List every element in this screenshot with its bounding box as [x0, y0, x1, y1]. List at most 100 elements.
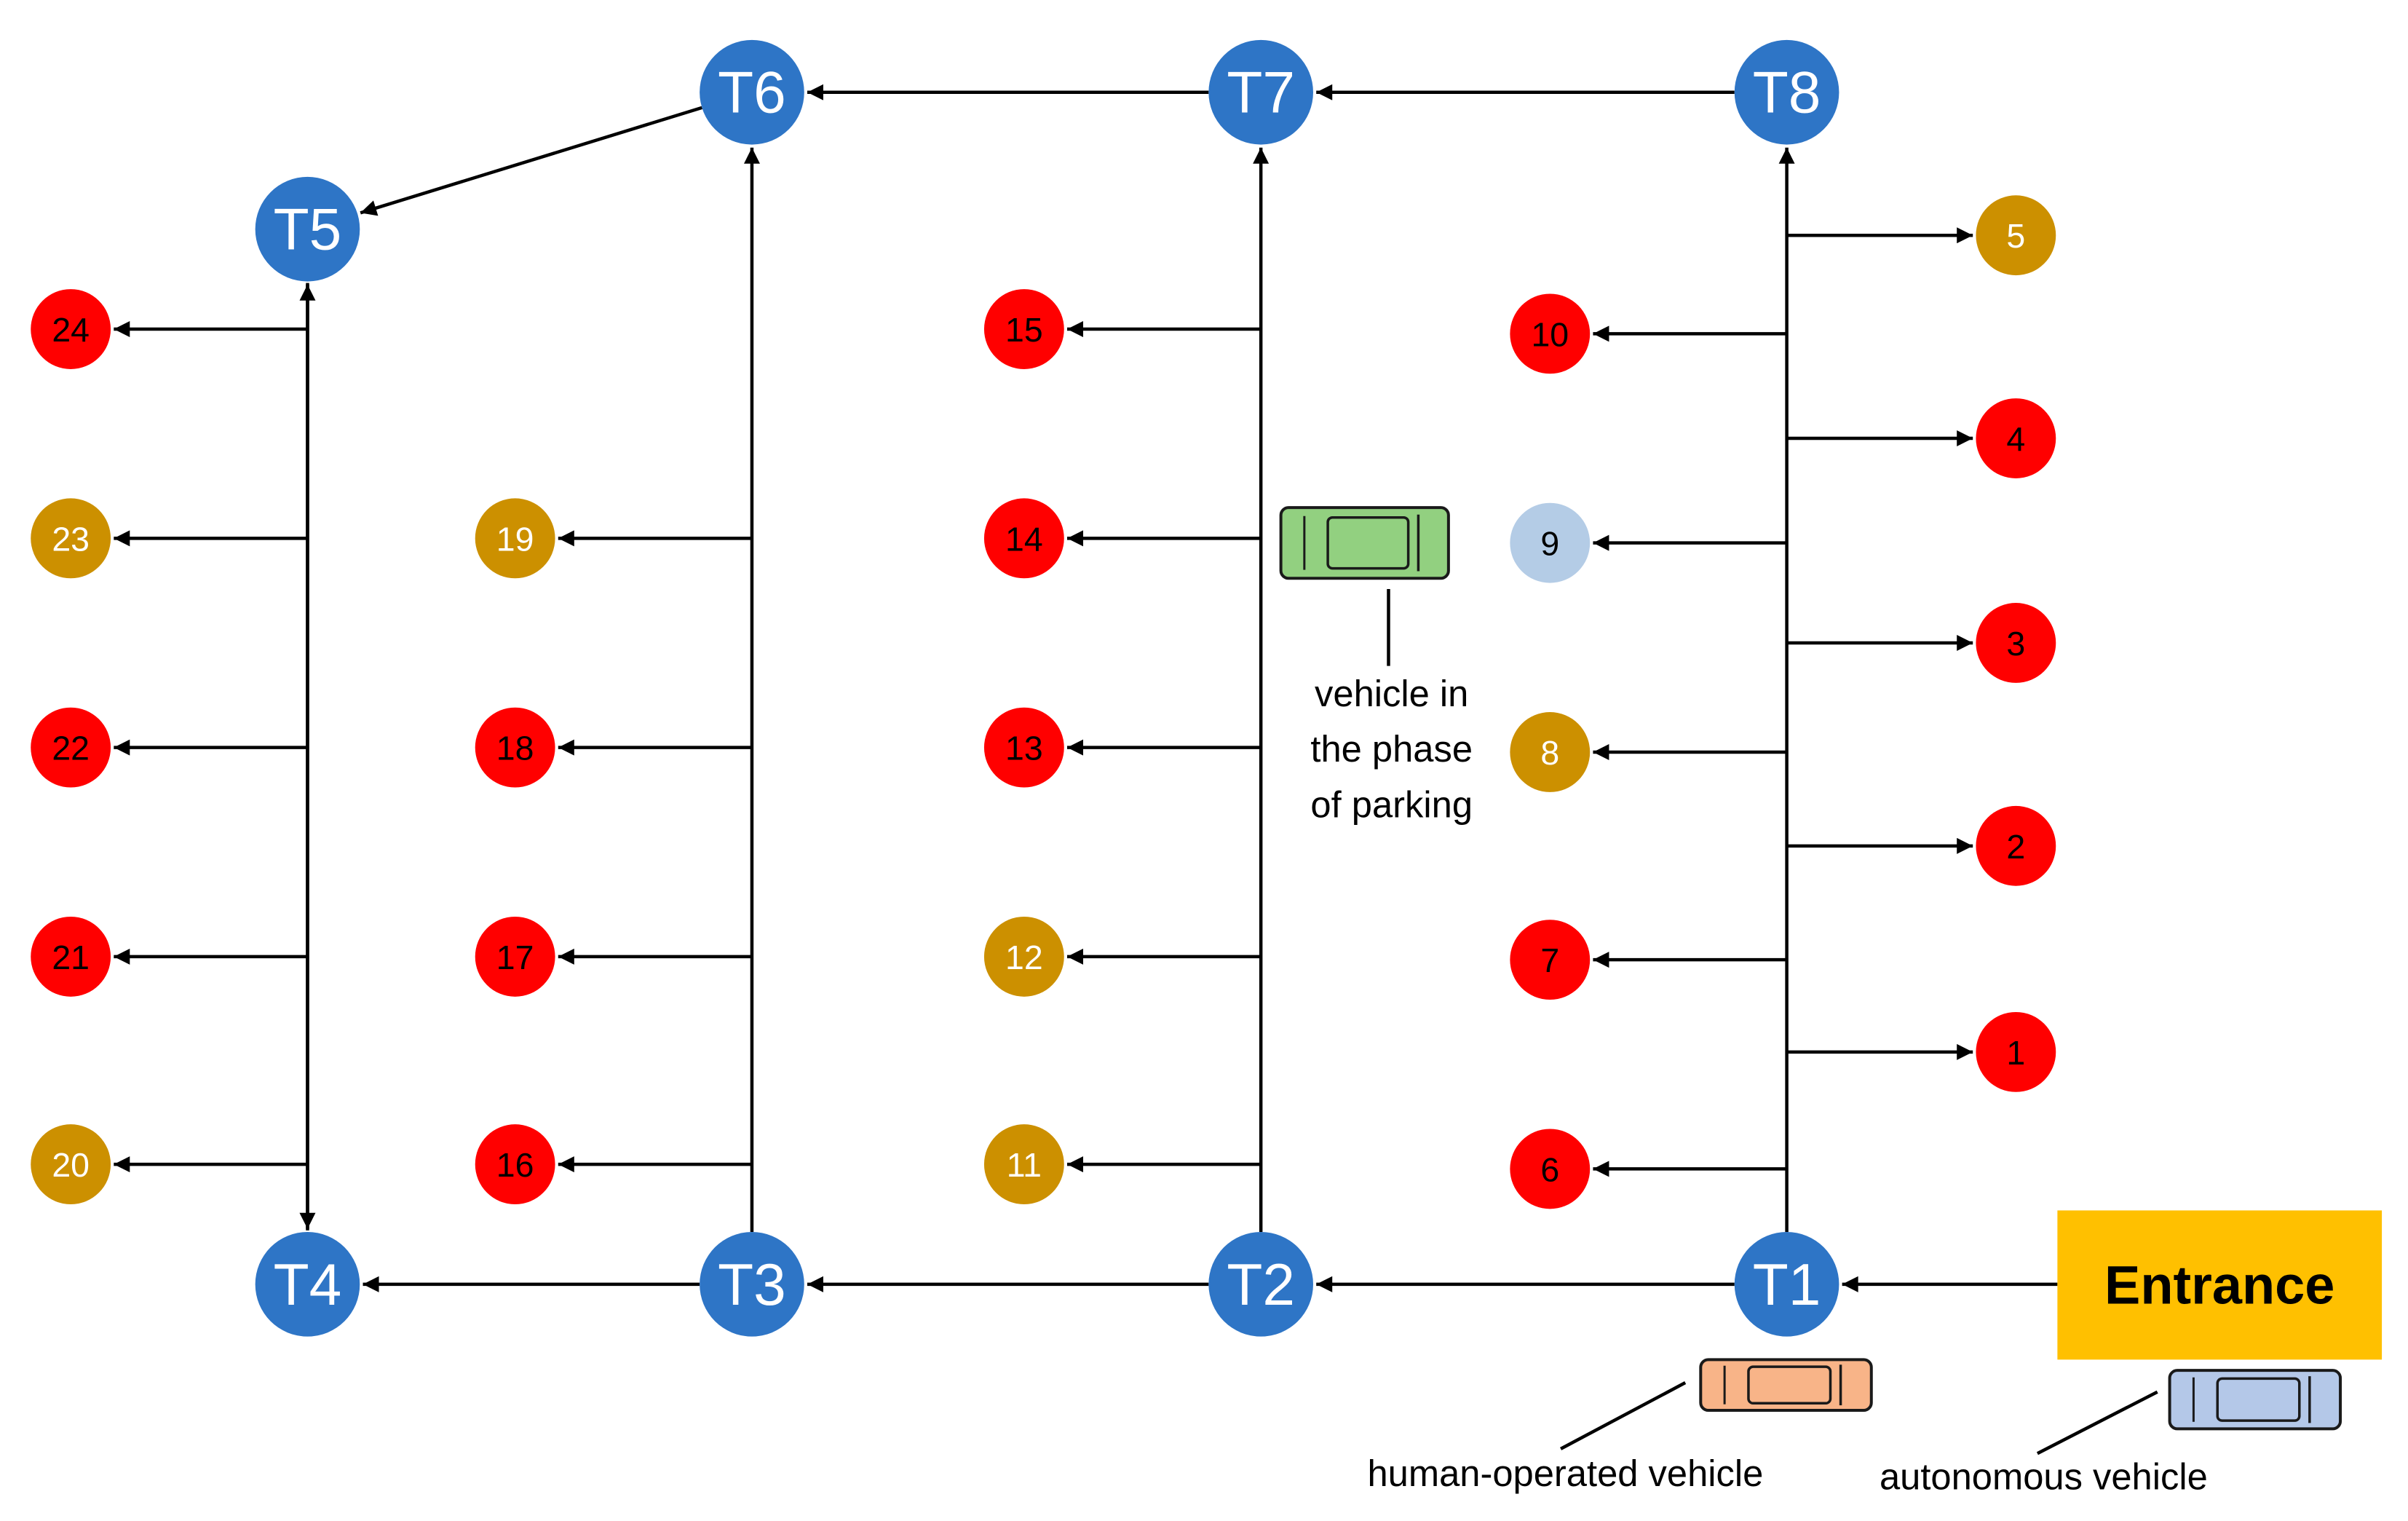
spot-circle — [1976, 805, 2056, 886]
terminal-circle — [255, 176, 360, 282]
spot-circle — [475, 1124, 555, 1204]
parking-vehicle-icon — [1279, 506, 1450, 580]
spot-label: 12 — [1005, 939, 1043, 976]
parking-spot-8: 8 — [1510, 712, 1591, 792]
spot-circle — [31, 707, 111, 788]
terminal-circle — [255, 1232, 360, 1337]
terminal-t4: T4 — [255, 1232, 360, 1337]
terminal-t3: T3 — [700, 1232, 804, 1337]
spot-circle — [983, 707, 1064, 788]
parking-spot-2: 2 — [1976, 805, 2056, 886]
parking-spot-9: 9 — [1510, 502, 1591, 583]
spot-label: 17 — [496, 939, 534, 976]
spot-circle — [1510, 1129, 1591, 1209]
terminal-t7: T7 — [1208, 39, 1313, 145]
parking-spot-22: 22 — [31, 707, 111, 788]
entrance-label: Entrance — [2104, 1255, 2334, 1315]
terminal-circle — [1734, 1232, 1839, 1337]
parking-spot-15: 15 — [983, 289, 1064, 369]
spot-label: 16 — [496, 1146, 534, 1184]
terminal-t5: T5 — [255, 176, 360, 282]
parking-spot-20: 20 — [31, 1124, 111, 1204]
terminal-label: T1 — [1753, 1252, 1821, 1318]
terminal-label: T4 — [274, 1252, 342, 1318]
spot-circle — [31, 498, 111, 579]
spot-circle — [31, 289, 111, 369]
terminal-t1: T1 — [1734, 1232, 1839, 1337]
parking-vehicle-label-line: vehicle in — [1315, 673, 1468, 714]
human-vehicle-icon — [1699, 1358, 1873, 1413]
spot-label: 1 — [2006, 1034, 2025, 1072]
spot-label: 23 — [52, 520, 90, 558]
entrance: Entrance — [2057, 1210, 2383, 1360]
spot-circle — [31, 1124, 111, 1204]
spot-label: 6 — [1540, 1150, 1559, 1188]
spot-label: 10 — [1531, 315, 1569, 353]
terminal-circle — [1208, 1232, 1313, 1337]
parking-spot-11: 11 — [983, 1124, 1064, 1204]
terminal-circle — [700, 1232, 804, 1337]
spot-circle — [983, 916, 1064, 997]
parking-spot-21: 21 — [31, 916, 111, 997]
spot-circle — [1976, 603, 2056, 683]
spot-label: 5 — [2006, 217, 2025, 255]
spot-label: 20 — [52, 1146, 90, 1184]
terminal-label: T2 — [1227, 1252, 1295, 1318]
entrance-box — [2057, 1210, 2383, 1360]
human-vehicle-label: human-operated vehicle — [1367, 1453, 1763, 1494]
callout-autonomous-vehicle — [2036, 1390, 2158, 1455]
parking-vehicle-label-line: of parking — [1310, 783, 1473, 825]
spot-label: 9 — [1540, 525, 1559, 563]
parking-spot-18: 18 — [475, 707, 555, 788]
spot-label: 18 — [496, 730, 534, 767]
spot-circle — [475, 707, 555, 788]
terminal-t8: T8 — [1734, 39, 1839, 145]
parking-spot-17: 17 — [475, 916, 555, 997]
parking-vehicle-label-line: the phase — [1310, 728, 1473, 770]
spot-circle — [31, 916, 111, 997]
spot-circle — [475, 916, 555, 997]
spot-circle — [983, 498, 1064, 579]
parking-spot-3: 3 — [1976, 603, 2056, 683]
spot-label: 21 — [52, 939, 90, 976]
spot-label: 22 — [52, 730, 90, 767]
autonomous-vehicle-label: autonomous vehicle — [1880, 1455, 2208, 1497]
spot-circle — [1510, 920, 1591, 1000]
parking-spot-5: 5 — [1976, 195, 2056, 276]
callout-human-vehicle — [1560, 1381, 1687, 1450]
spot-label: 11 — [1007, 1146, 1042, 1184]
spot-label: 3 — [2006, 625, 2025, 663]
parking-spot-10: 10 — [1510, 293, 1591, 374]
parking-spot-1: 1 — [1976, 1011, 2056, 1092]
terminal-label: T6 — [718, 60, 786, 126]
spot-circle — [983, 289, 1064, 369]
parking-spot-24: 24 — [31, 289, 111, 369]
parking-spot-13: 13 — [983, 707, 1064, 788]
parking-spot-7: 7 — [1510, 920, 1591, 1000]
spot-circle — [475, 498, 555, 579]
spot-label: 14 — [1005, 520, 1043, 558]
spot-circle — [1976, 398, 2056, 478]
spot-circle — [1510, 712, 1591, 792]
parking-spot-19: 19 — [475, 498, 555, 579]
parking-spot-6: 6 — [1510, 1129, 1591, 1209]
terminal-label: T7 — [1227, 60, 1295, 126]
terminal-circle — [700, 39, 804, 145]
terminal-t2: T2 — [1208, 1232, 1313, 1337]
spot-circle — [1976, 1011, 2056, 1092]
terminal-label: T5 — [274, 197, 342, 263]
spot-label: 15 — [1005, 311, 1043, 349]
spot-circle — [1510, 293, 1591, 374]
spot-label: 19 — [496, 520, 534, 558]
terminal-label: T3 — [718, 1252, 786, 1318]
spot-label: 24 — [52, 311, 90, 349]
autonomous-vehicle-icon — [2168, 1369, 2342, 1431]
terminal-label: T8 — [1753, 60, 1821, 126]
spot-circle — [1510, 502, 1591, 583]
terminal-circle — [1208, 39, 1313, 145]
spot-circle — [1976, 195, 2056, 276]
spot-label: 8 — [1540, 734, 1559, 772]
spot-label: 4 — [2006, 420, 2025, 458]
spot-circle — [983, 1124, 1064, 1204]
